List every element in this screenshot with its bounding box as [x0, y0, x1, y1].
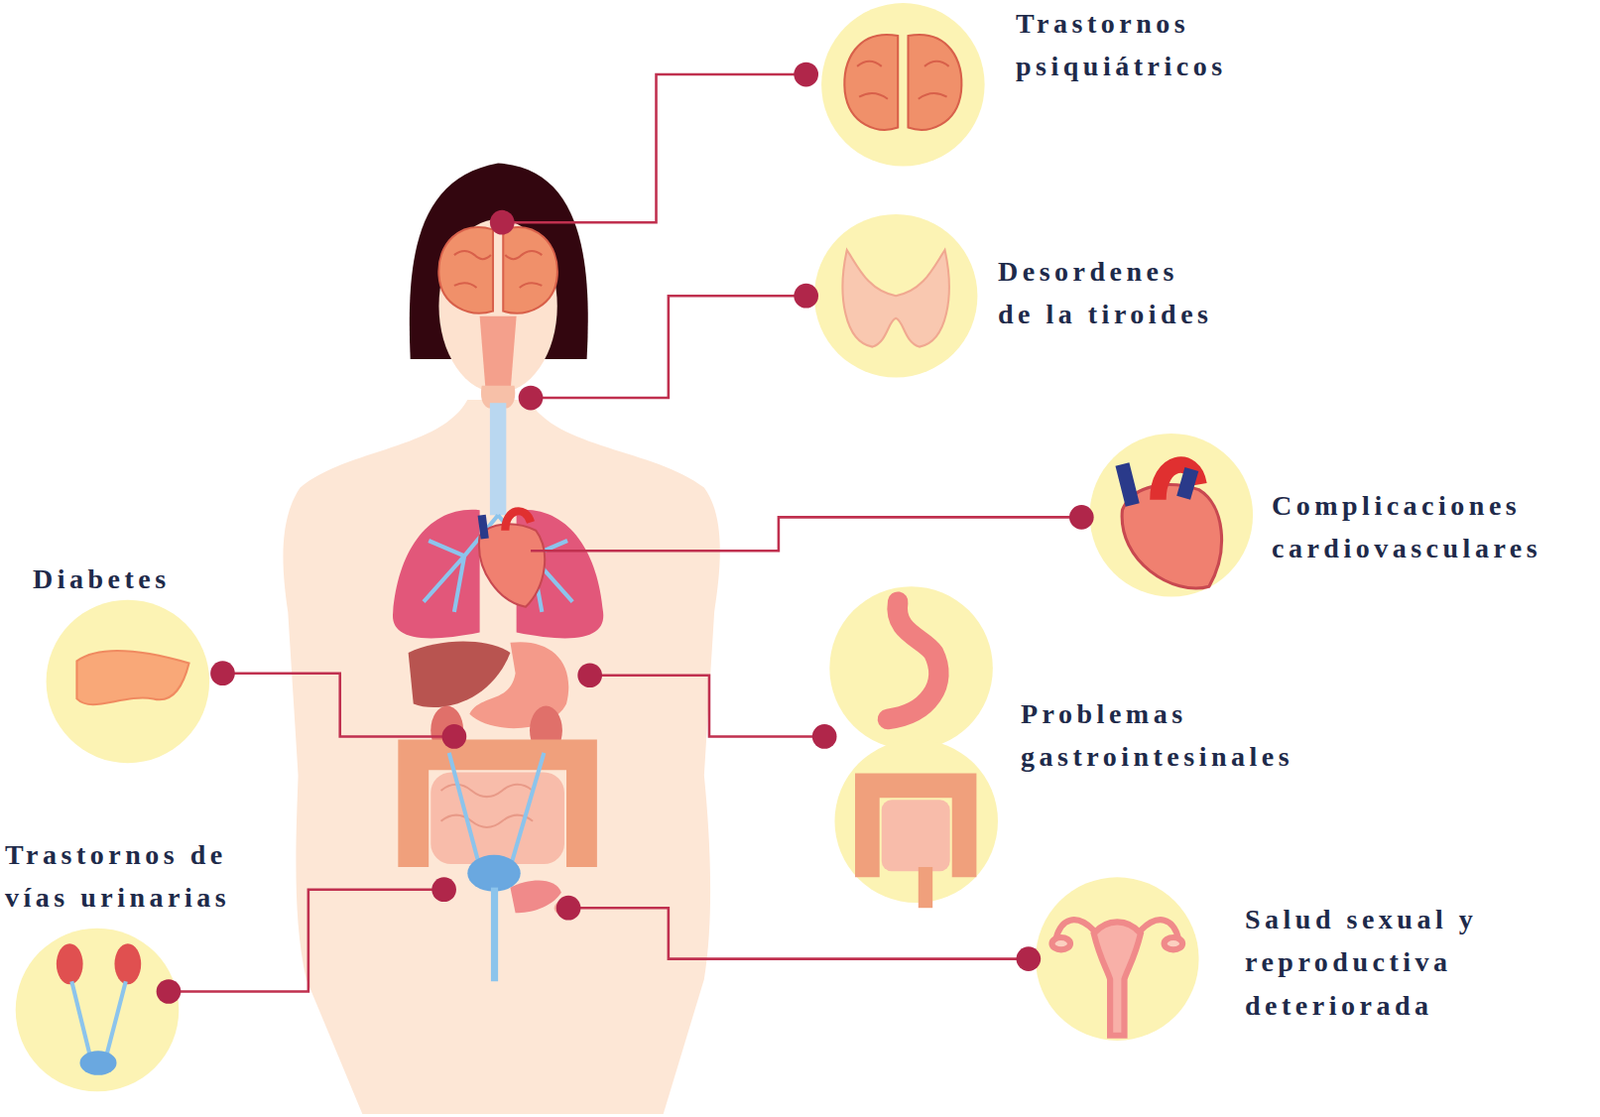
colon	[413, 754, 583, 867]
condition-label: Salud sexual y reproductiva deteriorada	[1244, 897, 1533, 1027]
label-text: Trastornos de vías urinarias	[4, 833, 283, 920]
body-silhouette	[282, 399, 720, 1114]
thyroid-icon	[843, 249, 950, 348]
rectum-icon	[918, 866, 933, 908]
small-intestine	[430, 771, 565, 864]
uterus-icon	[1051, 919, 1183, 1036]
condition-label: Problemas gastrointesinales	[1020, 692, 1358, 779]
colon-icon-inner	[881, 799, 951, 871]
brain-icon	[844, 34, 962, 130]
label-text: Complicaciones cardiovasculares	[1271, 484, 1590, 571]
heart	[479, 523, 545, 608]
label-text: Salud sexual y reproductiva deteriorada	[1244, 897, 1533, 1027]
kidney-icon	[56, 943, 141, 1076]
left-lung	[392, 509, 481, 639]
leader-dots	[156, 62, 1095, 1004]
trachea	[490, 402, 506, 515]
vena	[482, 514, 486, 539]
stomach-icon	[887, 602, 939, 720]
throat	[480, 316, 517, 393]
label-text: Diabetes	[32, 557, 271, 601]
condition-label: Trastornos de vías urinarias	[4, 833, 283, 920]
label-text: Problemas gastrointesinales	[1020, 692, 1358, 779]
uterus	[509, 879, 561, 913]
brain	[438, 227, 558, 314]
condition-label: Complicaciones cardiovasculares	[1271, 484, 1590, 571]
label-text: Desordenes de la tiroides	[997, 249, 1227, 337]
label-text: Trastornos psiquiátricos	[1015, 1, 1284, 89]
pancreas-icon	[76, 650, 189, 705]
leader-lines	[168, 74, 1082, 991]
heart-icon-vena	[1121, 464, 1192, 505]
condition-label: Desordenes de la tiroides	[997, 249, 1227, 337]
intestine-folds	[441, 784, 534, 828]
condition-label: Trastornos psiquiátricos	[1015, 1, 1284, 89]
urethra	[491, 887, 498, 983]
bronchi	[423, 514, 573, 613]
aorta	[504, 510, 531, 530]
condition-label: Diabetes	[32, 557, 271, 601]
bladder	[467, 855, 520, 892]
icon-circles	[15, 2, 1253, 1092]
colon-icon	[866, 785, 965, 878]
ureters	[449, 752, 545, 867]
face	[438, 219, 557, 393]
